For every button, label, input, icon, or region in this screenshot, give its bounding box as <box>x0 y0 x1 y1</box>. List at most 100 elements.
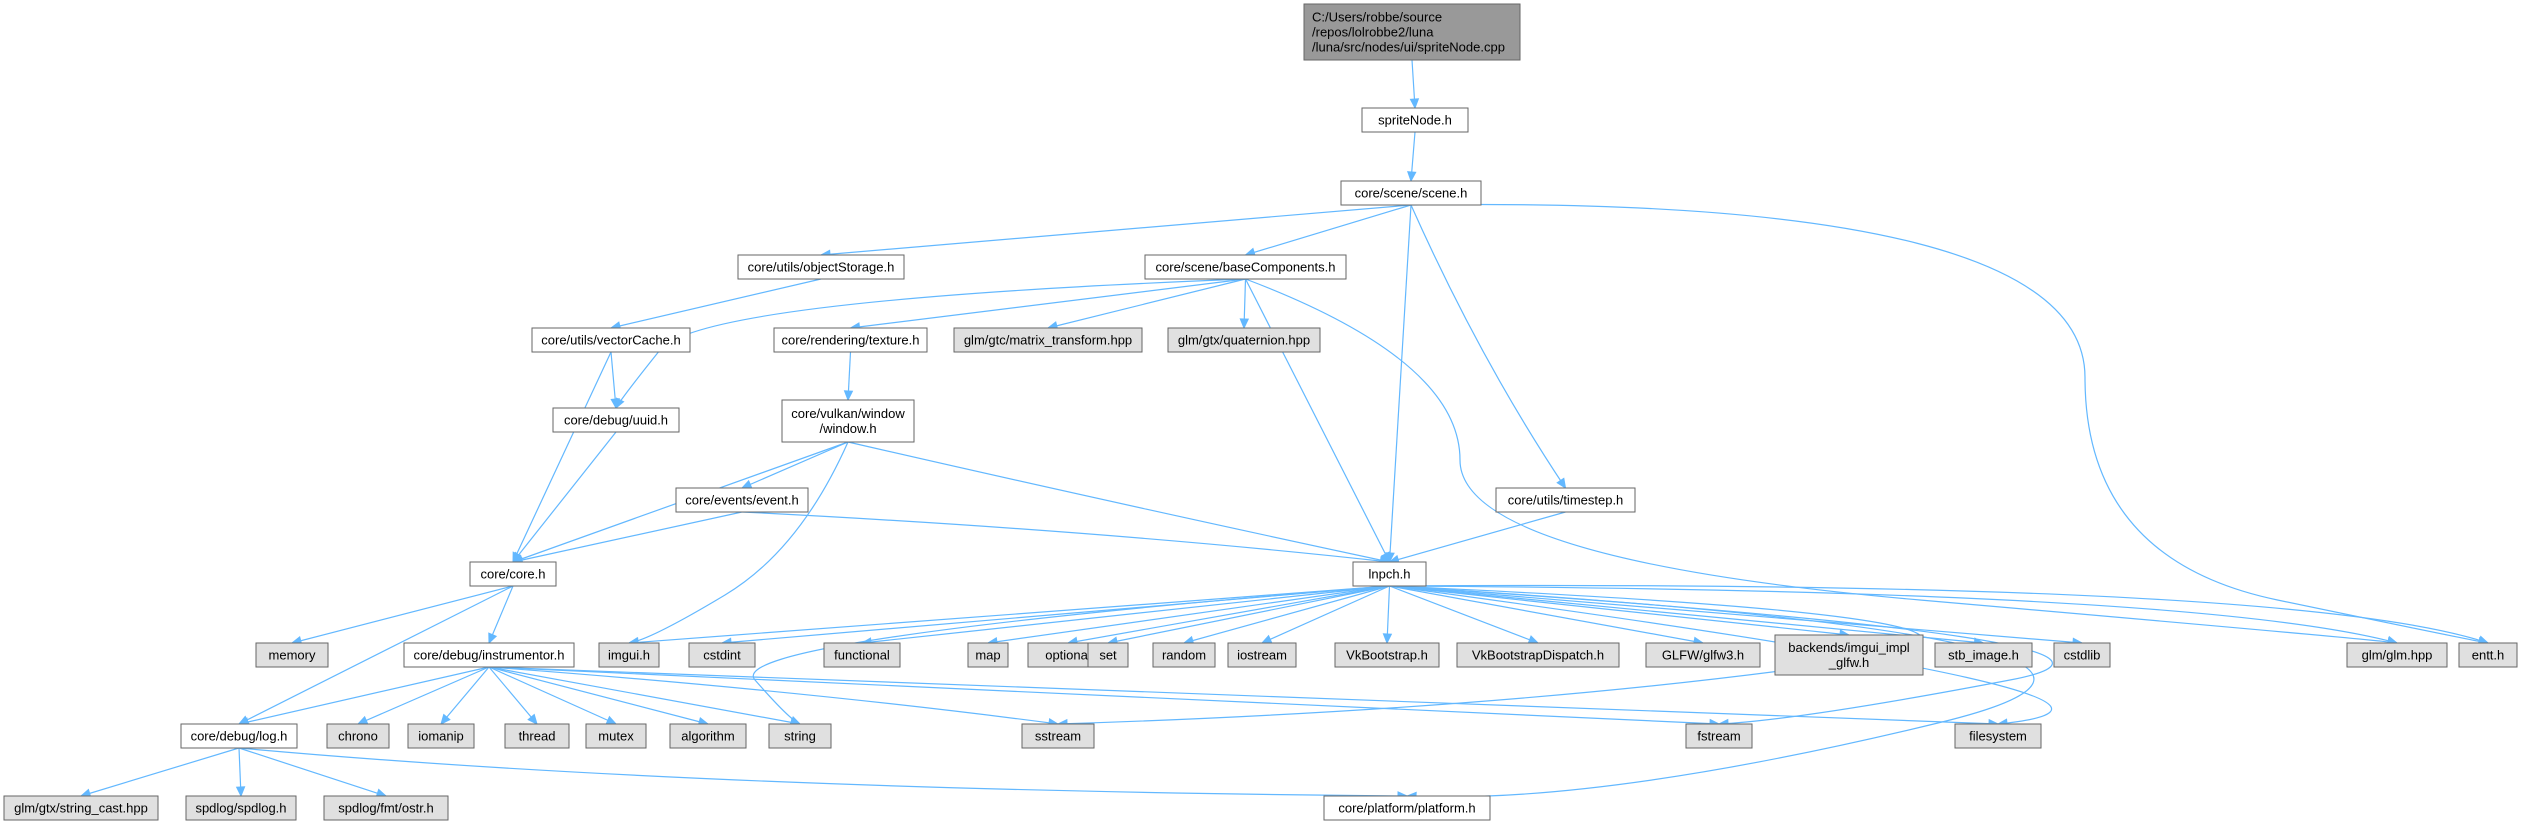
node-vectorCache[interactable]: core/utils/vectorCache.h <box>531 327 691 353</box>
node-box <box>1144 254 1347 280</box>
edges-layer <box>79 59 2490 802</box>
edge-lnpch-to-cstdlib <box>1389 585 2084 647</box>
node-box <box>669 723 747 749</box>
node-label: VkBootstrap.h <box>1346 648 1428 663</box>
node-spriteNode[interactable]: spriteNode.h <box>1361 107 1469 133</box>
edge-log-to-spdlog <box>235 747 246 798</box>
edge-log-to-ostr <box>238 747 388 798</box>
edge-arrowhead <box>1409 98 1420 110</box>
node-label: backends/imgui_impl <box>1788 640 1910 655</box>
node-box <box>407 723 475 749</box>
node-box <box>1645 642 1761 668</box>
node-box <box>967 642 1009 668</box>
node-core[interactable]: core/core.h <box>469 561 557 587</box>
node-glm: glm/glm.hpp <box>2346 642 2448 668</box>
node-uuid[interactable]: core/debug/uuid.h <box>552 407 680 433</box>
edge-line <box>1388 204 1412 563</box>
edge-line <box>488 666 1720 725</box>
edge-objectStorage-to-vectorCache <box>609 278 822 331</box>
node-baseComponents[interactable]: core/scene/baseComponents.h <box>1144 254 1347 280</box>
node-box <box>1954 723 2042 749</box>
node-label: memory <box>269 648 316 663</box>
node-label: functional <box>834 648 890 663</box>
node-label: C:/Users/robbe/source <box>1312 10 1442 25</box>
edge-line <box>1389 585 1850 636</box>
edge-arrowhead <box>527 713 538 725</box>
node-box <box>598 642 660 668</box>
node-log[interactable]: core/debug/log.h <box>180 723 298 749</box>
node-box <box>531 327 691 353</box>
node-label: random <box>1162 648 1206 663</box>
edge-line <box>1245 204 1412 256</box>
node-label: optional <box>1045 648 1091 663</box>
edge-core-to-instrumentor <box>488 585 514 645</box>
node-event[interactable]: core/events/event.h <box>675 487 809 513</box>
edge-arrowhead <box>1239 318 1250 330</box>
edge-arrowhead <box>843 390 854 402</box>
node-label: core/utils/timestep.h <box>1508 493 1624 508</box>
edge-line <box>238 666 490 725</box>
edge-line <box>1389 585 2035 798</box>
node-label: sstream <box>1035 729 1081 744</box>
node-platform[interactable]: core/platform/platform.h <box>1323 795 1491 821</box>
node-label: core/core.h <box>480 567 545 582</box>
edge-vectorCache-to-uuid <box>610 351 620 410</box>
node-texture[interactable]: core/rendering/texture.h <box>773 327 928 353</box>
node-label: spriteNode.h <box>1378 113 1452 128</box>
node-label: map <box>975 648 1000 663</box>
node-instrumentor[interactable]: core/debug/instrumentor.h <box>403 642 575 668</box>
edge-instrumentor-to-sstream <box>488 666 1060 728</box>
node-label: _glfw.h <box>1828 655 1869 670</box>
edge-line <box>488 666 617 725</box>
node-box <box>585 723 647 749</box>
node-window[interactable]: core/vulkan/window/window.h <box>781 399 915 443</box>
node-label: fstream <box>1697 729 1740 744</box>
node-objectStorage[interactable]: core/utils/objectStorage.h <box>737 254 905 280</box>
edge-line <box>1047 278 1246 329</box>
edge-event-to-lnpch <box>741 511 1391 566</box>
edge-arrowhead <box>1556 477 1567 490</box>
node-label: /luna/src/nodes/ui/spriteNode.cpp <box>1312 40 1505 55</box>
node-imgui_impl_glfw: backends/imgui_impl_glfw.h <box>1774 634 1924 676</box>
node-label: iostream <box>1237 648 1287 663</box>
edge-line <box>861 585 1390 644</box>
edge-core-to-memory <box>290 585 514 646</box>
node-random: random <box>1152 642 1216 668</box>
edge-line <box>1261 585 1390 644</box>
node-box <box>1227 642 1297 668</box>
edge-scene-to-lnpch <box>1385 204 1412 564</box>
edge-line <box>512 511 743 563</box>
edge-arrowhead <box>610 398 620 410</box>
edge-line <box>850 278 1246 329</box>
node-quaternion: glm/gtx/quaternion.hpp <box>1167 327 1321 353</box>
edge-line <box>1389 585 2083 644</box>
edge-timestep-to-lnpch <box>1388 511 1566 564</box>
edge-line <box>488 666 801 725</box>
node-box <box>185 795 297 821</box>
node-box <box>504 723 570 749</box>
node-label: thread <box>519 729 556 744</box>
node-VkBootstrapDispatch: VkBootstrapDispatch.h <box>1456 642 1620 668</box>
edge-line <box>628 441 849 644</box>
node-lnpch[interactable]: lnpch.h <box>1352 561 1427 587</box>
edge-line <box>1386 585 1391 644</box>
node-box <box>781 399 915 443</box>
node-timestep[interactable]: core/utils/timestep.h <box>1495 487 1636 513</box>
edge-line <box>488 666 709 725</box>
node-string_cast: glm/gtx/string_cast.hpp <box>3 795 159 821</box>
edge-line <box>1389 584 2489 644</box>
node-label: core/debug/instrumentor.h <box>413 648 564 663</box>
nodes-layer: C:/Users/robbe/source/repos/lolrobbe2/lu… <box>3 3 2518 821</box>
edge-event-to-core <box>511 511 743 565</box>
edge-line <box>1389 585 1704 644</box>
edge-line <box>488 585 514 644</box>
node-box <box>403 642 575 668</box>
node-box <box>1685 723 1753 749</box>
node-matrix_transform: glm/gtc/matrix_transform.hpp <box>953 327 1143 353</box>
node-string: string <box>768 723 832 749</box>
node-label: glm/gtx/string_cast.hpp <box>14 801 148 816</box>
node-scene[interactable]: core/scene/scene.h <box>1340 180 1482 206</box>
node-box <box>1495 487 1636 513</box>
node-label: GLFW/glfw3.h <box>1662 648 1744 663</box>
